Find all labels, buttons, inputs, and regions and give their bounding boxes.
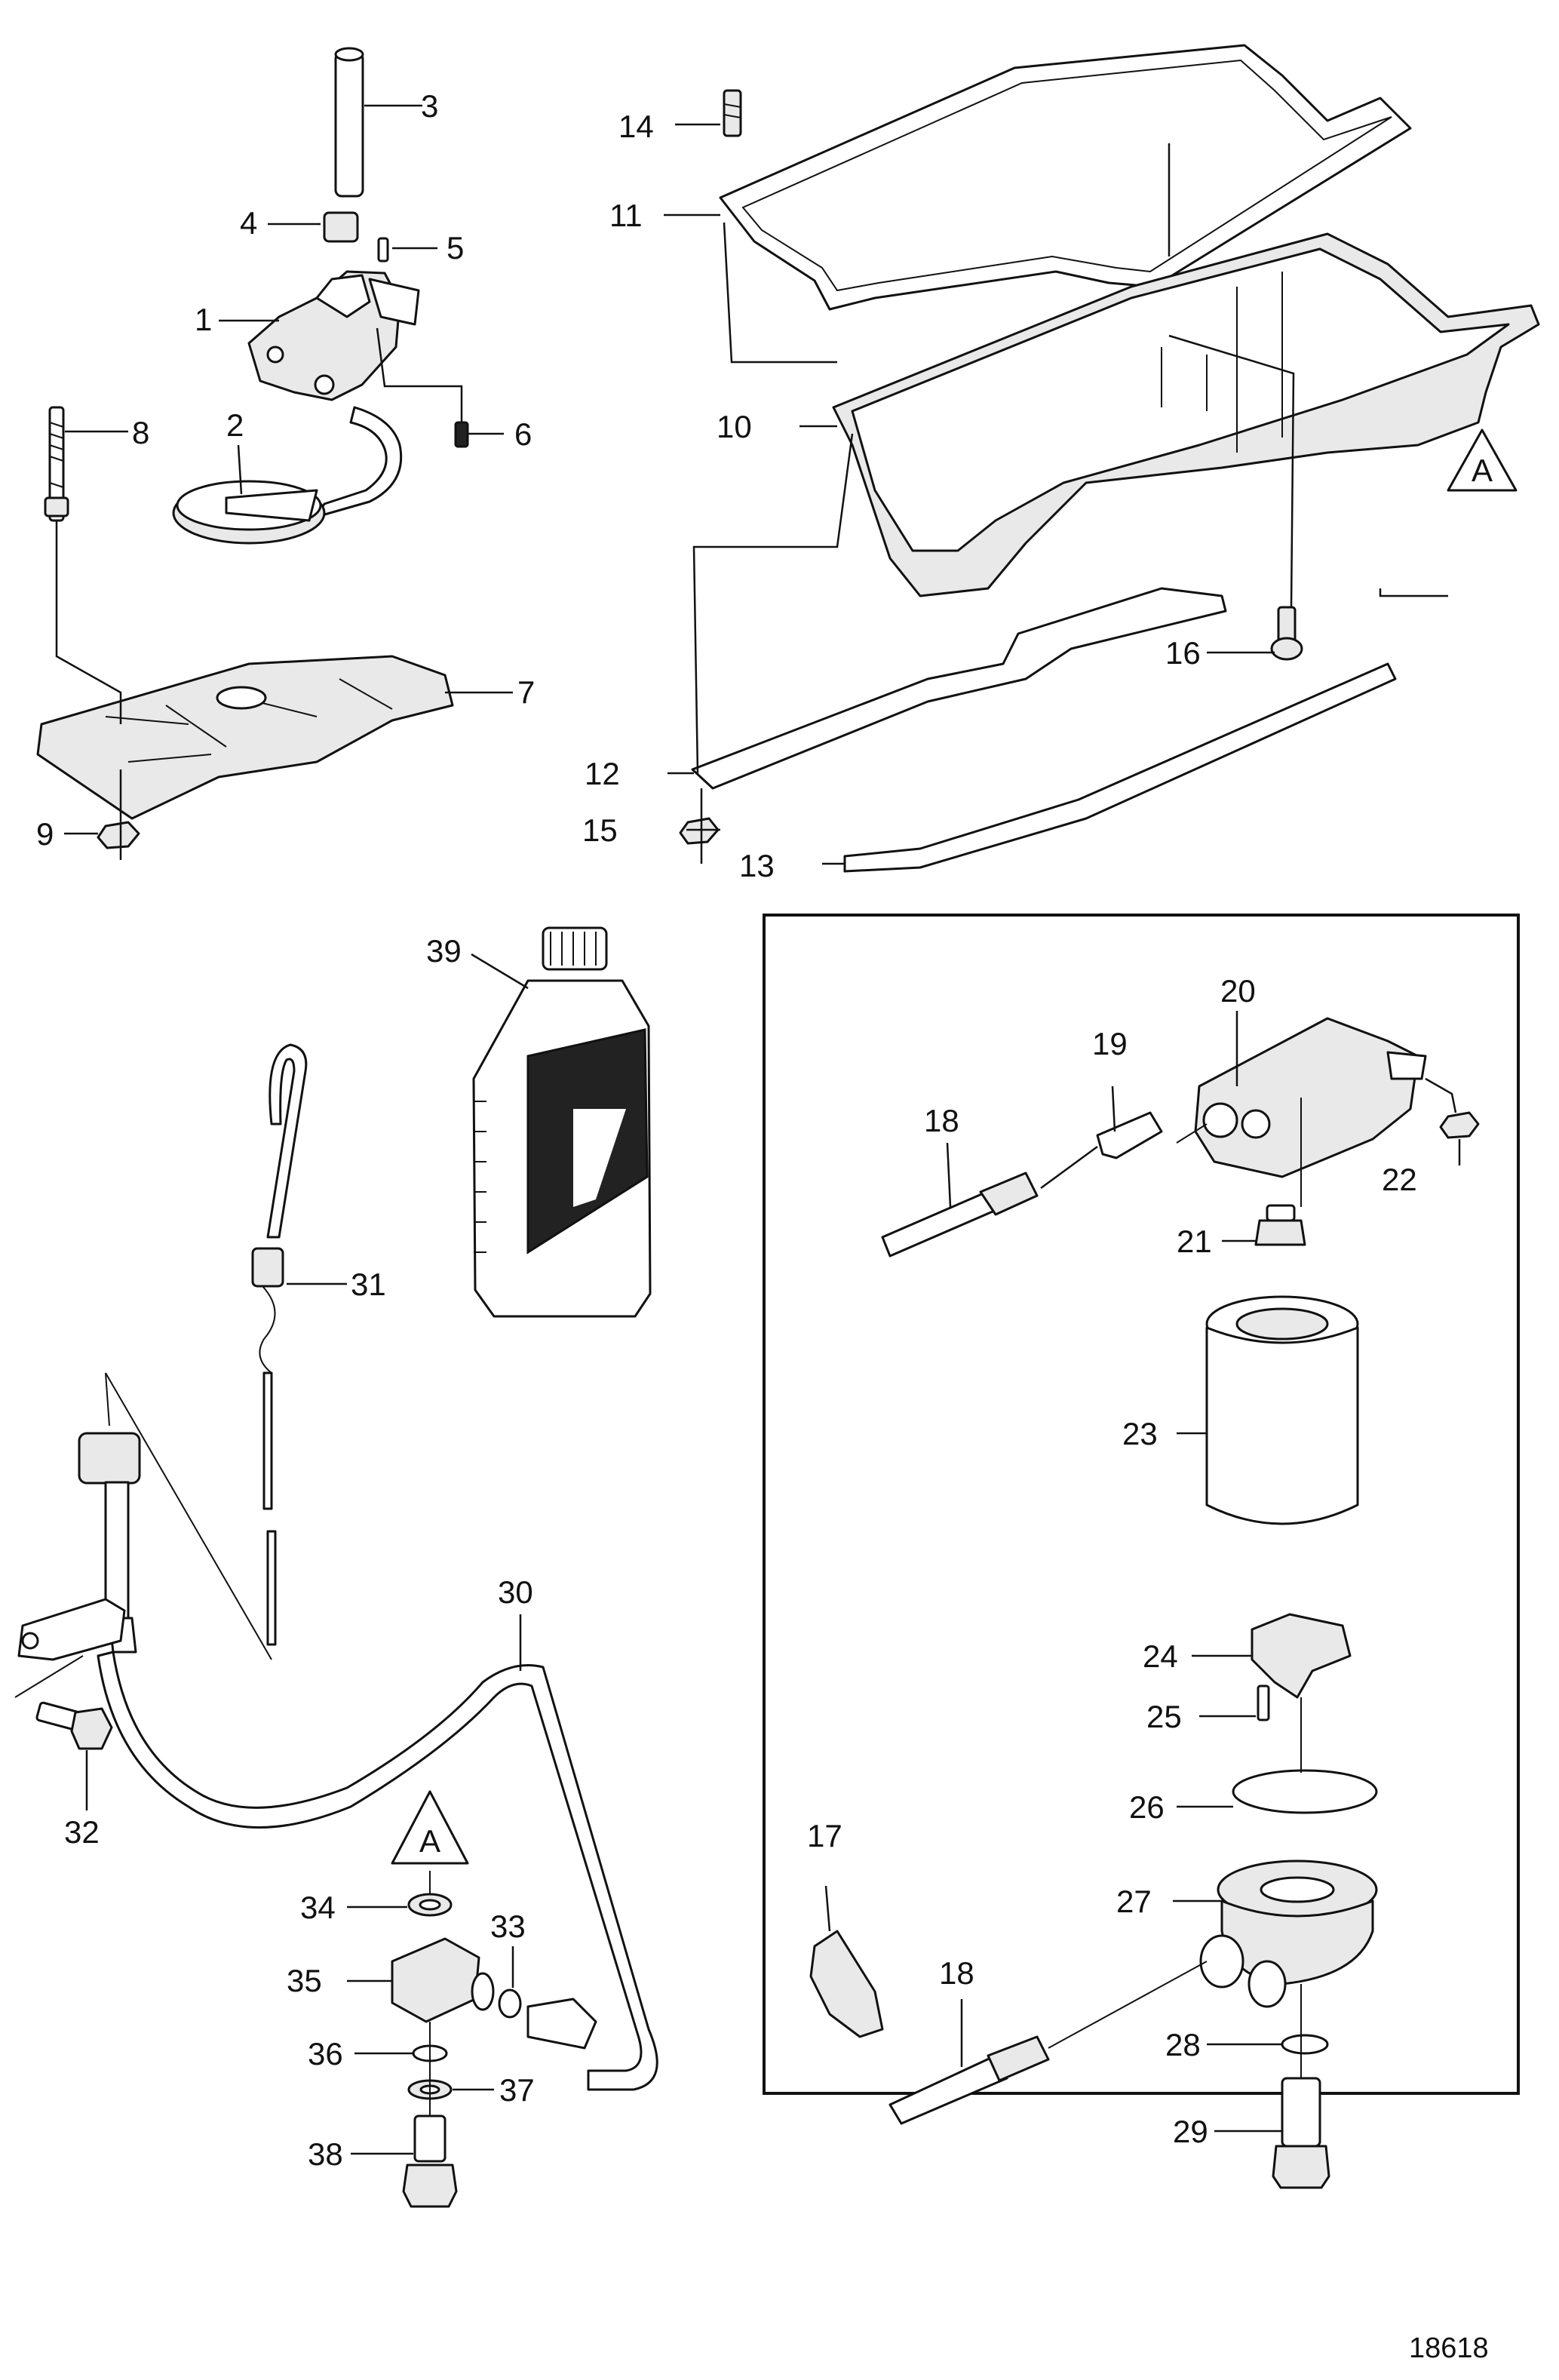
engine-oil-bottle — [472, 926, 652, 1318]
side-gasket-13 — [843, 662, 1397, 873]
callout-25: 25 — [1146, 1699, 1182, 1734]
callout-8: 8 — [132, 415, 149, 450]
callout-18-lower: 18 — [939, 1955, 974, 1991]
callout-17: 17 — [807, 1818, 842, 1853]
callout-22: 22 — [1382, 1162, 1417, 1197]
callout-23: 23 — [1122, 1416, 1158, 1451]
windage-tray — [36, 655, 454, 820]
plate-24 — [1251, 1613, 1352, 1699]
ref-marker-A-top: A — [1447, 428, 1518, 492]
remote-filter-frame — [763, 914, 1520, 2095]
nut-15 — [679, 817, 720, 845]
callout-34: 34 — [300, 1890, 336, 1925]
filter-bracket-20 — [1194, 1017, 1427, 1178]
screw-25 — [1257, 1684, 1270, 1721]
callout-37: 37 — [499, 2072, 535, 2108]
o-ring-33 — [498, 1988, 522, 2019]
callout-19: 19 — [1092, 1026, 1128, 1061]
callout-26: 26 — [1129, 1789, 1165, 1825]
hose-18-lower — [888, 2035, 1050, 2125]
oil-pump — [247, 270, 420, 401]
side-gasket-12 — [691, 587, 1227, 790]
callout-labels: 3 4 5 1 2 6 8 7 9 14 11 10 16 12 15 13 3… — [36, 88, 1489, 2364]
oil-strainer — [172, 480, 326, 545]
oil-drain-hose — [97, 1651, 658, 2091]
oil-pan — [832, 232, 1540, 597]
ref-marker-label: A — [1472, 453, 1493, 488]
screw-6 — [454, 421, 469, 448]
callout-16: 16 — [1165, 635, 1201, 671]
callout-14: 14 — [618, 109, 654, 144]
pickup-hose — [315, 406, 403, 518]
callout-2: 2 — [226, 407, 244, 443]
callout-28: 28 — [1165, 2027, 1201, 2062]
callout-27: 27 — [1116, 1884, 1152, 1919]
filter-head-27 — [1199, 1859, 1378, 2008]
stud-8 — [44, 406, 69, 522]
bolt-16 — [1270, 606, 1303, 661]
figure-number: 18618 — [1409, 2332, 1489, 2364]
nut-9 — [97, 821, 140, 849]
oil-filter-23 — [1205, 1295, 1359, 1525]
pin — [377, 237, 389, 263]
callout-7: 7 — [517, 674, 535, 710]
hollow-bolt-29 — [1272, 2077, 1330, 2189]
callout-6: 6 — [514, 416, 532, 452]
callout-35: 35 — [287, 1963, 322, 1998]
callout-29: 29 — [1173, 2114, 1208, 2149]
callout-21: 21 — [1177, 1224, 1212, 1259]
callout-10: 10 — [717, 409, 752, 444]
washer-34 — [407, 1893, 453, 1917]
dipstick — [251, 1043, 308, 1646]
callout-39: 39 — [426, 933, 462, 969]
callout-15: 15 — [582, 812, 618, 848]
ref-marker-label: A — [419, 1823, 440, 1859]
callout-20: 20 — [1220, 973, 1256, 1009]
callout-9: 9 — [36, 816, 54, 852]
ref-marker-A-bottom: A — [391, 1790, 469, 1865]
callout-31: 31 — [351, 1267, 386, 1302]
nipple-21 — [1254, 1204, 1306, 1246]
banjo-bolt — [402, 2114, 458, 2208]
callout-12: 12 — [585, 756, 620, 791]
callout-38: 38 — [308, 2136, 343, 2172]
dipstick-tube — [17, 1432, 141, 1661]
drain-adapter-block — [391, 1937, 495, 2023]
callout-32: 32 — [64, 1814, 100, 1850]
hose-18-upper — [881, 1172, 1039, 1258]
oil-pickup-tube — [334, 47, 364, 198]
callout-4: 4 — [240, 205, 257, 241]
callout-11: 11 — [609, 198, 643, 233]
callout-3: 3 — [421, 88, 438, 124]
hose-fitting — [526, 1998, 597, 2050]
bolt-32 — [35, 1701, 113, 1750]
callout-18-upper: 18 — [924, 1103, 959, 1138]
callout-13: 13 — [739, 848, 775, 883]
o-ring-26 — [1232, 1769, 1378, 1814]
drain-bolt-14 — [723, 89, 742, 137]
clamp-17 — [809, 1930, 884, 2038]
callout-1: 1 — [195, 302, 212, 337]
coupling-sleeve — [323, 211, 359, 243]
callout-36: 36 — [308, 2036, 343, 2071]
callout-33: 33 — [490, 1909, 526, 1944]
callout-30: 30 — [498, 1574, 533, 1610]
callout-24: 24 — [1143, 1638, 1178, 1674]
callout-5: 5 — [447, 230, 464, 266]
o-ring-28 — [1281, 2034, 1329, 2055]
nut-22 — [1439, 1111, 1480, 1139]
adapter-19 — [1096, 1111, 1163, 1159]
